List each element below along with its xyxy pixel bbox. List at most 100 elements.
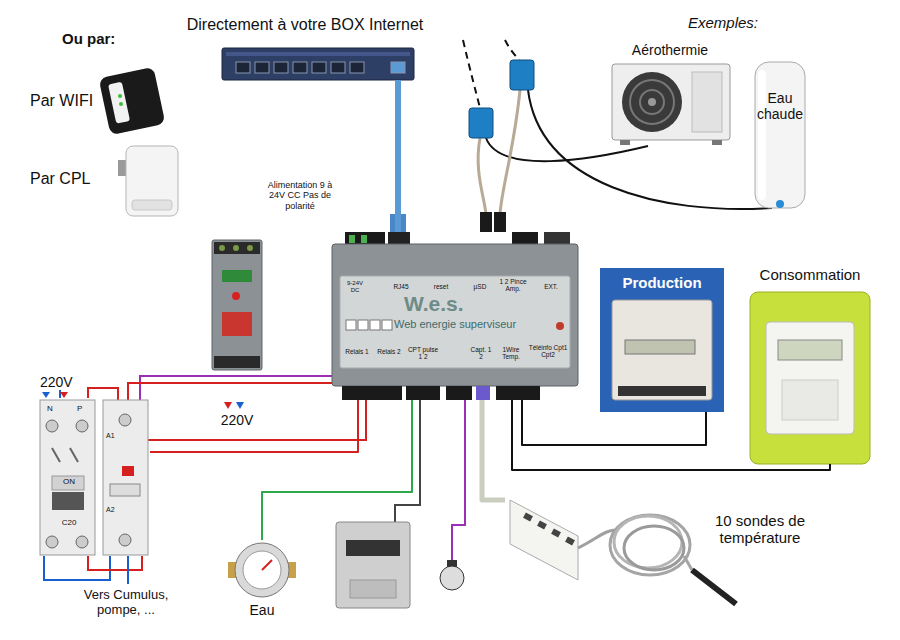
power-supply — [214, 242, 260, 254]
production-meter — [625, 340, 695, 354]
wes-controller-housing — [406, 386, 440, 400]
network-switch — [222, 48, 414, 80]
breaker-and-contactor — [46, 420, 58, 432]
wes-controller-housing — [332, 244, 578, 386]
gas-meter — [336, 522, 410, 608]
power-supply — [232, 292, 240, 300]
node-label: 220V — [40, 374, 90, 390]
current-clamp — [469, 108, 493, 138]
node-label: Par CPL — [30, 170, 110, 188]
wifi-adapter — [99, 67, 166, 135]
production-box: Production — [600, 268, 724, 412]
terminal-label: Téléinfo Cpt1 Cpt2 — [528, 344, 568, 359]
node-label: Aérothermie — [600, 42, 740, 58]
wes-controller-housing — [342, 386, 402, 400]
onewire-hub-and-probe — [537, 520, 547, 529]
pin-label: A2 — [106, 506, 122, 514]
powerline-adapter — [118, 146, 178, 216]
onewire-hub-and-probe — [510, 500, 736, 604]
production-meter — [612, 300, 712, 400]
network-switch — [236, 62, 250, 73]
switch-label: ON — [58, 477, 80, 486]
terminal-label: Relais 2 — [374, 348, 404, 355]
temperature-probe-box: 10 sondes de température — [505, 488, 820, 618]
water-heater-box: Eau chaude — [752, 60, 808, 210]
heat-pump-unit — [712, 140, 722, 145]
port-label: EXT. — [538, 283, 564, 290]
production-meter — [618, 386, 706, 396]
wire-connector — [150, 400, 358, 452]
breaker-and-contactor — [40, 400, 95, 555]
current-clamp — [510, 60, 534, 90]
node-label: W.e.s. — [404, 292, 484, 316]
wes-controller-housing — [446, 386, 472, 400]
heat-pump-unit — [640, 90, 664, 114]
wire-connector — [395, 80, 401, 232]
wes-controller-housing — [349, 235, 355, 243]
breaker-and-contactor — [110, 484, 140, 496]
controller-wiring — [44, 556, 110, 580]
supply-note: Alimentation 9 à 24V CC Pas de polarité — [262, 180, 338, 211]
power-supply — [212, 240, 262, 370]
onewire-hub-and-probe — [624, 526, 684, 570]
power-supply — [219, 245, 225, 251]
port-label: RJ45 — [388, 283, 414, 290]
power-supply — [222, 312, 252, 336]
port-label: 9-24V DC — [342, 280, 368, 294]
wire-connector — [522, 400, 706, 445]
current-clamp-wiring — [463, 40, 480, 108]
wifi-adapter — [99, 67, 166, 135]
node-label: Eau chaude — [753, 90, 807, 122]
port-label: 1 2 Pince Amp. — [498, 278, 528, 293]
node-label: Directement à votre BOX Internet — [180, 16, 430, 34]
breaker-and-contactor — [119, 414, 131, 426]
consumption-box: Consommation — [750, 292, 870, 464]
wire-connector — [512, 400, 830, 470]
terminal-label: Relais 1 — [342, 348, 372, 355]
power-supply — [212, 240, 262, 409]
breaker-and-contactor — [52, 492, 84, 510]
network-switch — [274, 62, 288, 73]
node-label: 220V — [212, 412, 262, 428]
controller-wiring — [452, 400, 465, 562]
current-clamp-wiring — [463, 40, 772, 232]
power-supply — [222, 270, 252, 282]
node-label: Eau — [228, 602, 296, 618]
pulse-sensor — [440, 566, 464, 590]
water-heater-tank — [755, 62, 805, 208]
current-clamp — [469, 60, 534, 138]
gas-meter — [336, 522, 410, 608]
network-switch — [331, 62, 345, 73]
breaker-and-contactor — [40, 392, 148, 555]
consumption-meter — [750, 292, 870, 464]
wes-controller-housing — [340, 276, 570, 368]
onewire-hub-and-probe — [684, 556, 692, 570]
power-supply — [214, 356, 260, 368]
power-supply — [224, 402, 232, 409]
onewire-hub-and-probe — [510, 500, 578, 580]
wes-controller-housing — [332, 214, 578, 400]
water-heater-tank — [776, 200, 784, 208]
network-switch — [222, 48, 414, 80]
consumption-meter — [778, 340, 842, 360]
network-switch — [293, 62, 307, 73]
output-note: Vers Cumulus, pompe, ... — [64, 588, 188, 618]
node-subtitle: Web energie superviseur — [394, 318, 544, 331]
breaker-and-contactor — [119, 534, 131, 546]
breaker-and-contactor — [76, 420, 88, 432]
powerline-adapter-box: Par CPL — [118, 142, 180, 218]
powerline-adapter — [132, 200, 172, 210]
terminal-label: Capt. 1 2 — [468, 346, 494, 361]
water-meter-box: Eau — [228, 540, 296, 600]
production-meter — [600, 268, 724, 412]
wifi-adapter — [108, 82, 130, 124]
node-label: 10 sondes de température — [700, 512, 820, 547]
power-supply — [233, 245, 239, 251]
onewire-hub-and-probe — [523, 512, 533, 521]
controller-wiring — [88, 556, 142, 570]
wes-controller-housing — [346, 320, 356, 330]
water-heater-tank — [758, 70, 766, 200]
current-clamp-wiring — [494, 212, 506, 232]
controller-box: W.e.s. Web energie superviseur — [332, 232, 578, 400]
